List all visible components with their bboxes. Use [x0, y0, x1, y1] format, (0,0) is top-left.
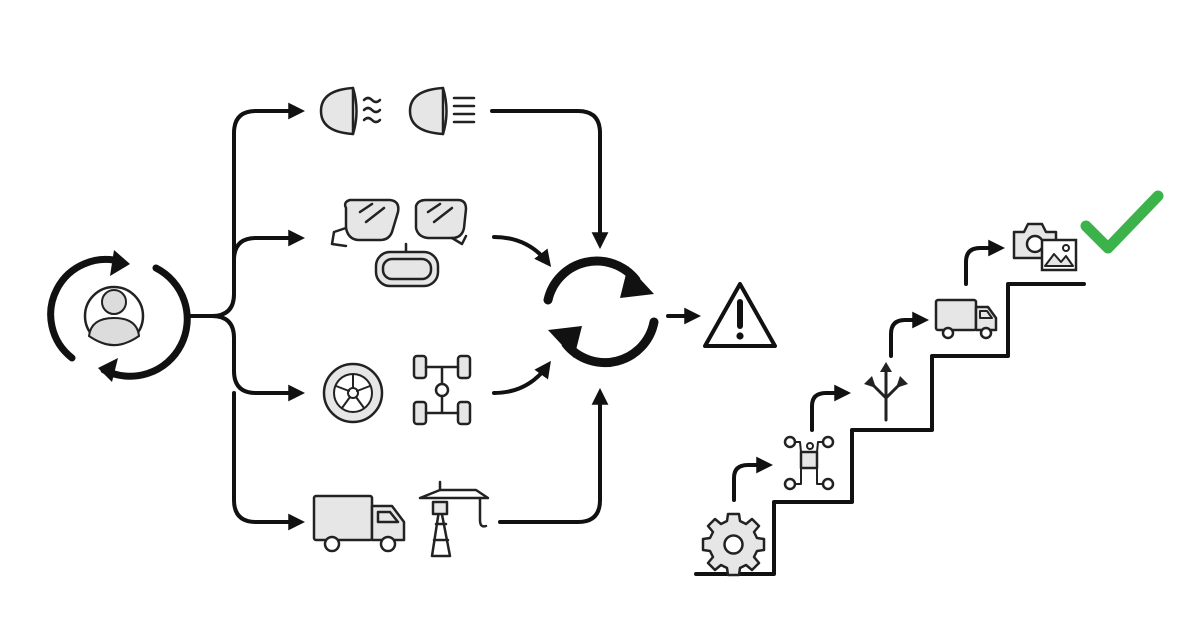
- merge-connectors: [490, 109, 609, 524]
- rearview-mirror-icon: [374, 242, 440, 288]
- refresh-cycle-icon: [543, 256, 659, 368]
- branch-connectors: [184, 102, 306, 531]
- chassis-axle-icon: [412, 354, 472, 426]
- warning-triangle-icon: [703, 282, 777, 348]
- crane-icon: [418, 480, 490, 558]
- staircase: [694, 282, 1086, 576]
- checkmark-icon: [1080, 190, 1164, 254]
- wheel-icon: [322, 362, 384, 424]
- headlight-low-beam-icon: [319, 86, 382, 136]
- camera-photo-icon: [1012, 222, 1078, 272]
- side-mirror-icon: [330, 198, 400, 248]
- gear-icon: [701, 512, 766, 577]
- split-arrows-icon: [864, 362, 908, 422]
- headlight-high-beam-icon: [408, 86, 476, 136]
- truck-icon: [312, 494, 406, 553]
- user-cycle-icon: [47, 250, 191, 382]
- flowchart-icon: [783, 435, 835, 491]
- step-arrows: [732, 239, 1006, 502]
- truck-icon: [934, 298, 998, 340]
- side-mirror-icon: [414, 198, 468, 246]
